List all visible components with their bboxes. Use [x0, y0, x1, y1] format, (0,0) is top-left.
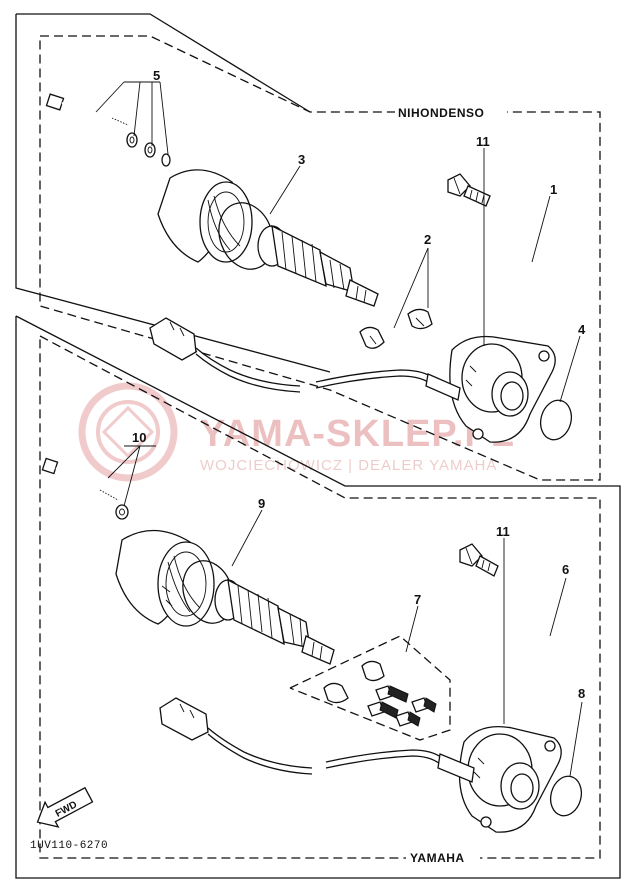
- upper-group-nihondenso: [39, 35, 601, 481]
- washer-lower: [115, 504, 129, 520]
- watermark-logo-ring: [78, 382, 178, 482]
- watermark-logo-mark: [101, 405, 155, 459]
- screw-lower: [459, 543, 499, 577]
- callout-11-lower: 11: [496, 524, 510, 539]
- watermark: YAMA-SKLEP.PL WOJCIECHOWICZ | DEALER YAM…: [78, 382, 514, 482]
- brush-set-lower: [289, 635, 451, 741]
- callout-3: 3: [298, 152, 305, 167]
- callout-1: 1: [550, 182, 557, 197]
- o-ring-lower: [549, 775, 583, 817]
- watermark-logo-inner: [96, 400, 160, 464]
- upper-header-backdrop: [395, 104, 507, 120]
- lower-group-label: YAMAHA: [410, 851, 465, 865]
- brush-holder-set-upper: [359, 308, 433, 349]
- watermark-subtitle: WOJCIECHOWICZ | DEALER YAMAHA: [200, 457, 497, 474]
- diagram-code: 1UV110-6270: [30, 840, 108, 852]
- lower-group-border: [39, 335, 601, 859]
- lead-wire-lower: [159, 697, 475, 783]
- callout-8: 8: [578, 686, 585, 701]
- o-ring-upper: [539, 399, 573, 441]
- front-cover-lower: [458, 725, 562, 833]
- callout-7: 7: [414, 592, 421, 607]
- washer-set-upper: [126, 132, 171, 167]
- through-bolt-lower: [41, 457, 119, 502]
- brush-set-boundary: [289, 635, 451, 741]
- upper-frame-top: [16, 13, 311, 113]
- front-cover-upper: [449, 335, 556, 443]
- callouts: 5 3 2 11 1 4 10 9 7 11 6 8: [132, 68, 586, 701]
- callout-6: 6: [562, 562, 569, 577]
- lower-frame: [15, 315, 621, 879]
- lower-header-backdrop: [406, 849, 480, 865]
- lead-wire-upper: [149, 317, 461, 401]
- motor-yoke-lower: [115, 529, 234, 627]
- fwd-arrow-icon: [36, 786, 94, 828]
- screw-upper: [447, 173, 491, 207]
- callout-5: 5: [153, 68, 160, 83]
- upper-group-label: NIHONDENSO: [398, 106, 484, 120]
- callout-10: 10: [132, 430, 146, 445]
- armature-upper: [257, 224, 379, 307]
- upper-frame-left: [15, 14, 331, 373]
- callout-2: 2: [424, 232, 431, 247]
- upper-group-border: [39, 35, 601, 481]
- through-bolt-upper: [45, 93, 129, 127]
- leader-lines: [95, 81, 583, 777]
- lower-group-yamaha: [39, 335, 601, 859]
- callout-11-upper: 11: [476, 134, 490, 149]
- callout-4: 4: [578, 322, 586, 337]
- callout-9: 9: [258, 496, 265, 511]
- armature-lower: [214, 578, 335, 665]
